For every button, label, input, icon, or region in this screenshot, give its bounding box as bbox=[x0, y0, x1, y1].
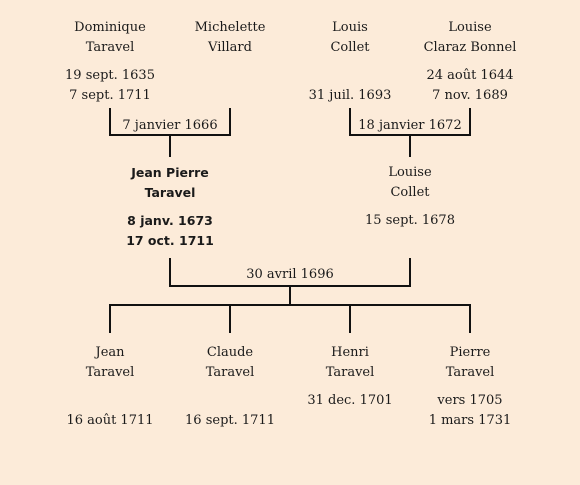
person-death: 1 mars 1731 bbox=[428, 413, 512, 428]
connector-grandparents-right bbox=[349, 108, 471, 157]
person-death: 31 juil. 1693 bbox=[308, 88, 392, 103]
connector-grandparents-left bbox=[109, 108, 231, 157]
person-louise-claraz-bonnel: Louise Claraz Bonnel 24 août 1644 7 nov.… bbox=[410, 18, 530, 106]
person-name: Louis bbox=[332, 20, 368, 35]
person-name: Louise bbox=[388, 165, 432, 180]
person-death: 16 août 1711 bbox=[66, 413, 154, 428]
person-louise-collet: Louise Collet 15 sept. 1678 bbox=[350, 163, 470, 231]
person-death: 7 nov. 1689 bbox=[432, 88, 508, 103]
person-death: 16 sept. 1711 bbox=[185, 413, 275, 428]
person-name: Claude bbox=[206, 345, 254, 360]
connector-parents bbox=[169, 258, 411, 305]
person-name: Pierre bbox=[449, 345, 491, 360]
person-surname: Taravel bbox=[85, 40, 135, 55]
person-death: 17 oct. 1711 bbox=[126, 233, 214, 248]
person-name: Louise bbox=[448, 20, 492, 35]
person-surname: Villard bbox=[208, 40, 252, 55]
marriage-date-right: 18 janvier 1672 bbox=[358, 118, 462, 133]
person-jean-pierre-taravel: Jean Pierre Taravel 8 janv. 1673 17 oct.… bbox=[110, 163, 230, 251]
person-surname: Collet bbox=[390, 185, 430, 200]
person-name: Michelette bbox=[194, 20, 266, 35]
person-jean-taravel: Jean Taravel 16 août 1711 bbox=[50, 343, 170, 431]
person-pierre-taravel: Pierre Taravel vers 1705 1 mars 1731 bbox=[410, 343, 530, 431]
person-death: 7 sept. 1711 bbox=[69, 88, 151, 103]
person-surname: Taravel bbox=[85, 365, 135, 380]
person-birth: 8 janv. 1673 bbox=[127, 213, 213, 228]
person-surname: Taravel bbox=[325, 365, 375, 380]
marriage-date-parents: 30 avril 1696 bbox=[246, 267, 334, 282]
connector-children bbox=[109, 304, 471, 333]
person-dominique-taravel: Dominique Taravel 19 sept. 1635 7 sept. … bbox=[50, 18, 170, 106]
person-louis-collet: Louis Collet 31 juil. 1693 bbox=[290, 18, 410, 106]
person-name: Dominique bbox=[74, 20, 146, 35]
person-claude-taravel: Claude Taravel 16 sept. 1711 bbox=[170, 343, 290, 431]
person-birth: 19 sept. 1635 bbox=[65, 68, 155, 83]
person-michelette-villard: Michelette Villard bbox=[170, 18, 290, 58]
person-name: Jean Pierre bbox=[131, 165, 209, 180]
person-name: Jean bbox=[95, 345, 125, 360]
person-birth: 15 sept. 1678 bbox=[365, 213, 455, 228]
person-birth: vers 1705 bbox=[437, 393, 503, 408]
person-surname: Taravel bbox=[144, 185, 196, 200]
person-henri-taravel: Henri Taravel 31 dec. 1701 bbox=[290, 343, 410, 411]
person-birth: 31 dec. 1701 bbox=[307, 393, 393, 408]
person-surname: Taravel bbox=[205, 365, 255, 380]
person-surname: Collet bbox=[330, 40, 370, 55]
person-surname: Claraz Bonnel bbox=[423, 40, 517, 55]
person-name: Henri bbox=[331, 345, 369, 360]
person-surname: Taravel bbox=[445, 365, 495, 380]
marriage-date-left: 7 janvier 1666 bbox=[122, 118, 218, 133]
person-birth: 24 août 1644 bbox=[426, 68, 514, 83]
